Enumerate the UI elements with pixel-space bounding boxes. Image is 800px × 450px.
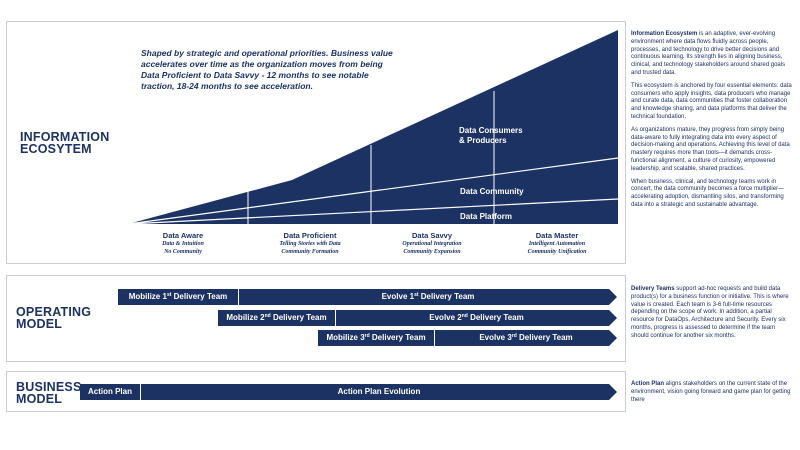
operating-model-title: OPERATING MODEL — [16, 305, 92, 331]
band-label-consumers-producers: Data Consumers & Producers — [459, 126, 523, 145]
action-plan-evolution-segment: Action Plan Evolution — [140, 384, 617, 400]
business-model-title: BUSINESS MODEL — [16, 380, 82, 406]
ecosystem-description-p1: Information Ecosystem is an adaptive, ev… — [631, 31, 786, 76]
mobilize-2nd-delivery-team: Mobilize 2nd Delivery Team — [226, 313, 327, 322]
action-plan-description: Action Plan aligns stakeholders on the c… — [631, 381, 791, 403]
delivery-team-1-arrow: Mobilize 1st Delivery Team Evolve 1st De… — [118, 289, 617, 305]
ecosystem-wedge — [128, 30, 618, 224]
band-label-data-community: Data Community — [460, 187, 524, 196]
information-ecosystem-title: INFORMATION ECOSYTEM — [20, 130, 110, 156]
strategic-quote: Shaped by strategic and operational prio… — [141, 48, 393, 91]
ecosystem-description-p3: As organizations mature, they progress f… — [631, 126, 790, 172]
evolve-3rd-delivery-team: Evolve 3rd Delivery Team — [434, 330, 617, 346]
platform-divider-line — [127, 198, 619, 225]
ecosystem-description-p2: This ecosystem is anchored by four essen… — [631, 82, 792, 120]
stage-data-aware: Data Aware Data & Intuition No Community — [162, 231, 204, 255]
band-label-data-platform: Data Platform — [460, 212, 513, 221]
delivery-team-3-arrow: Mobilize 3rd Delivery Team Evolve 3rd De… — [318, 330, 617, 346]
evolve-1st-delivery-team: Evolve 1st Delivery Team — [238, 289, 617, 305]
delivery-team-2-arrow: Mobilize 2nd Delivery Team Evolve 2nd De… — [218, 310, 617, 326]
stage-data-savvy: Data Savvy Operational Integration Commu… — [402, 231, 462, 255]
information-ecosystem-description: Information Ecosystem is an adaptive, ev… — [631, 31, 794, 215]
community-divider-line — [127, 157, 619, 225]
action-plan-segment: Action Plan — [87, 387, 132, 396]
stage-data-master: Data Master Intelligent Automation Commu… — [527, 231, 587, 255]
mobilize-3rd-delivery-team: Mobilize 3rd Delivery Team — [326, 333, 426, 342]
action-plan-arrow: Action Plan Action Plan Evolution — [80, 384, 617, 400]
stage-data-proficient: Data Proficient Telling Stories with Dat… — [279, 231, 341, 255]
ecosystem-description-p4: When business, clinical, and technology … — [631, 178, 785, 208]
delivery-teams-description: Delivery Teams support ad-hoc requests a… — [631, 286, 789, 339]
evolve-2nd-delivery-team: Evolve 2nd Delivery Team — [335, 310, 617, 326]
mobilize-1st-delivery-team: Mobilize 1st Delivery Team — [128, 292, 228, 301]
